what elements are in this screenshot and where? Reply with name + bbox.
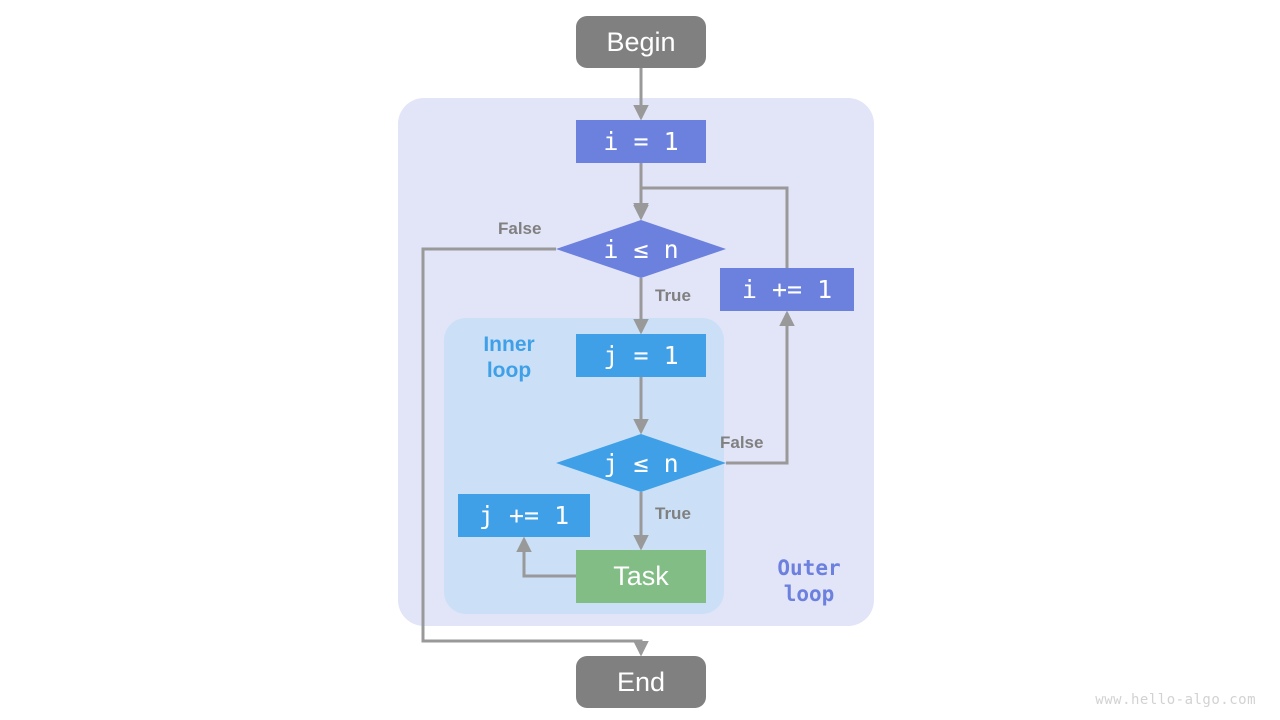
node-begin[interactable]: Begin [576, 16, 706, 68]
inner-loop-label: Inner loop [483, 333, 535, 382]
edge-label-inner-true: True [655, 504, 691, 523]
edge-label-outer-true: True [655, 286, 691, 305]
node-j-condition[interactable]: j ≤ n [556, 434, 726, 492]
edge-label-inner-false: False [720, 433, 764, 452]
node-i-condition-label: i ≤ n [603, 234, 679, 264]
edge-label-outer-false: False [498, 219, 542, 238]
node-end[interactable]: End [576, 656, 706, 708]
node-task[interactable]: Task [576, 550, 706, 603]
watermark: www.hello-algo.com [1095, 692, 1256, 708]
node-i-condition[interactable]: i ≤ n [556, 220, 726, 278]
node-j-condition-label: j ≤ n [603, 448, 679, 478]
node-i-init[interactable]: i = 1 [576, 120, 706, 163]
node-j-init[interactable]: j = 1 [576, 334, 706, 377]
diamond-shape-outer [556, 220, 726, 278]
node-i-increment[interactable]: i += 1 [720, 268, 854, 311]
diamond-shape-inner [556, 434, 726, 492]
outer-loop-label: Outer loop [777, 556, 841, 606]
node-j-increment[interactable]: j += 1 [458, 494, 590, 537]
